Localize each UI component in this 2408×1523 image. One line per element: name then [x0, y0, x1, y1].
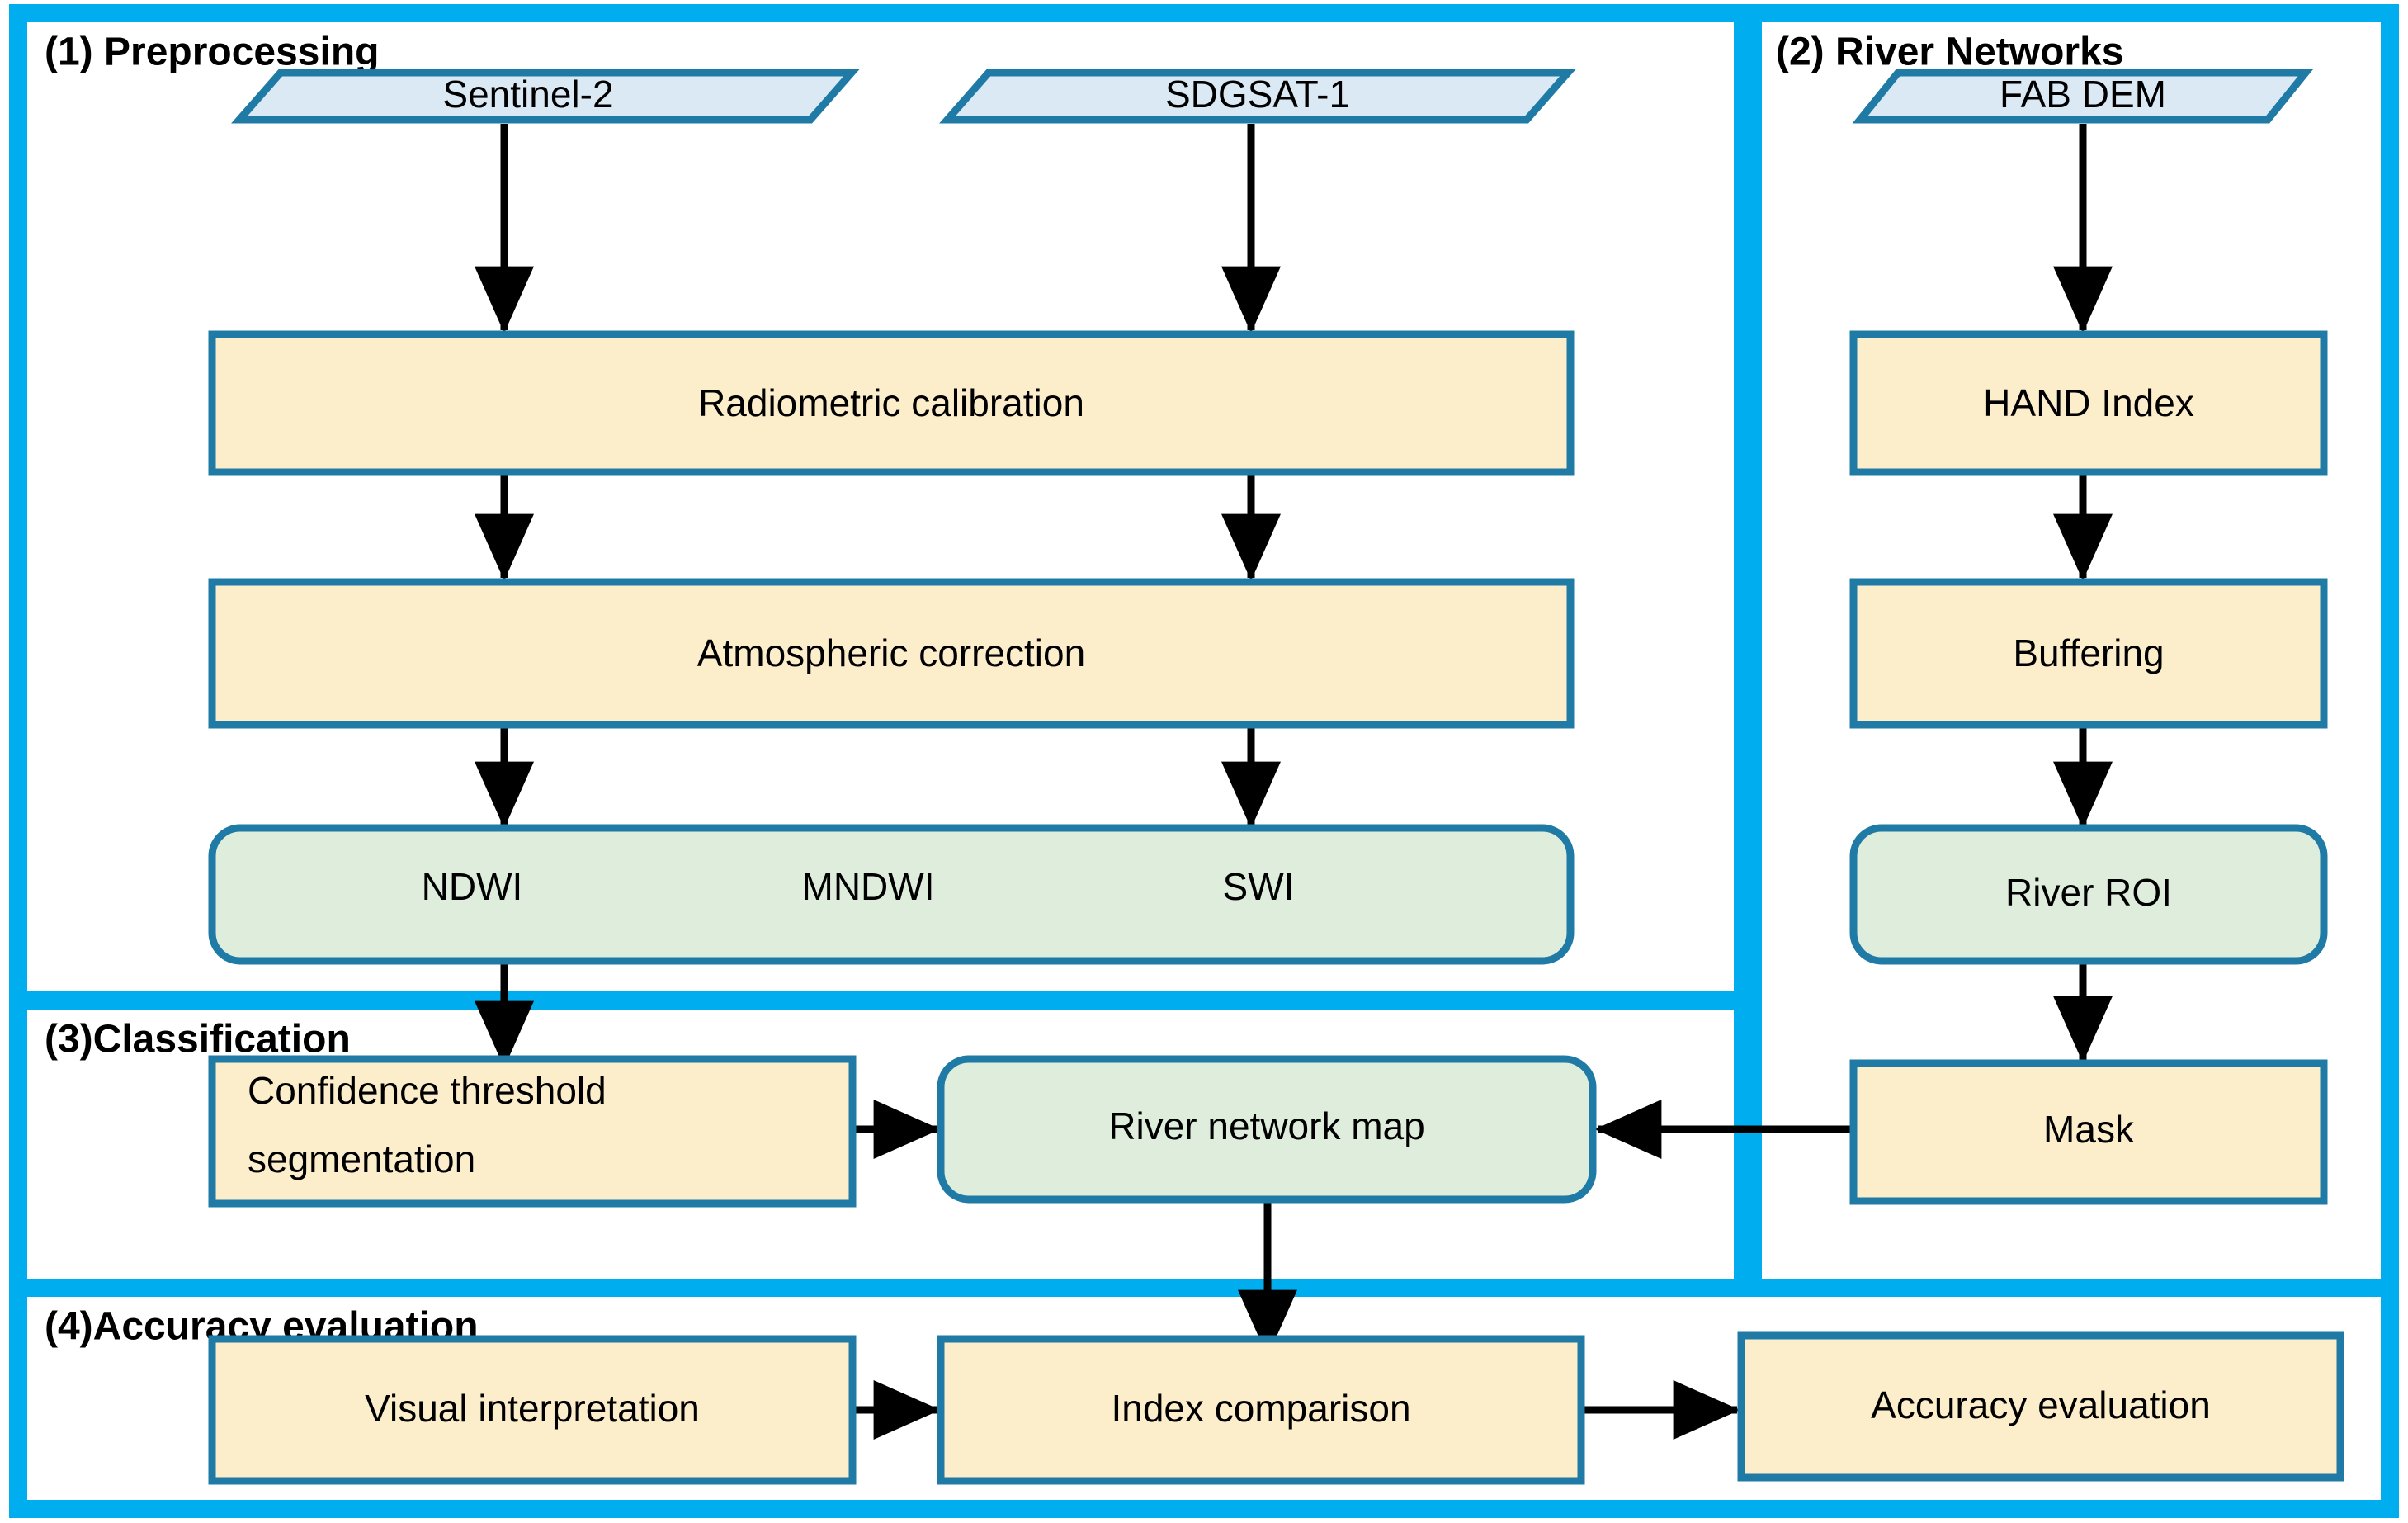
- panel-title-river-networks: (2) River Networks: [1776, 31, 2123, 74]
- fabdem-shape: [1852, 69, 2314, 124]
- mask-shape: [1849, 1059, 2328, 1205]
- node-accuracy-evaluation[interactable]: Accuracy evaluation: [1737, 1331, 2344, 1482]
- buffering-label: Buffering: [2013, 631, 2164, 674]
- node-sentinel2[interactable]: Sentinel-2: [231, 69, 860, 124]
- edges: [475, 124, 2113, 1440]
- index-ndwi-label: NDWI: [422, 865, 523, 908]
- panel-title-preprocessing: (1) Preprocessing: [45, 31, 379, 74]
- confidence-threshold-segmentation-shape: [208, 1055, 857, 1208]
- node-sdgsat1[interactable]: SDGSAT-1: [939, 69, 1576, 124]
- node-visual-interpretation[interactable]: Visual interpretation: [208, 1335, 857, 1485]
- accuracy-evaluation-shape: [1737, 1331, 2344, 1482]
- sentinel2-shape: [231, 69, 860, 124]
- hand-index-label: HAND Index: [1983, 381, 2194, 424]
- river-roi-label: River ROI: [2005, 871, 2172, 914]
- node-confidence-threshold-segmentation[interactable]: Confidence threshold segmentation: [208, 1055, 857, 1208]
- node-radiometric-calibration[interactable]: Radiometric calibration: [208, 330, 1575, 476]
- mask-label: Mask: [2043, 1108, 2135, 1151]
- index-mndwi-label: MNDWI: [802, 865, 935, 908]
- visual-interpretation-label: Visual interpretation: [365, 1387, 700, 1430]
- node-fabdem[interactable]: FAB DEM: [1852, 69, 2314, 124]
- atmospheric-correction-label: Atmospheric correction: [697, 631, 1085, 674]
- panel-frames: [9, 4, 2399, 1518]
- panel-accuracy-frame: [9, 1279, 2399, 1518]
- node-water-indices[interactable]: NDWI MNDWI SWI: [208, 824, 1575, 965]
- index-comparison-shape: [937, 1335, 1585, 1485]
- confidence-threshold-line-1: Confidence threshold: [248, 1069, 607, 1112]
- node-buffering[interactable]: Buffering: [1849, 578, 2328, 729]
- water-indices-shape: [208, 824, 1575, 965]
- river-network-map-label: River network map: [1108, 1104, 1424, 1147]
- river-network-map-shape: [937, 1055, 1597, 1204]
- visual-interpretation-shape: [208, 1335, 857, 1485]
- node-hand-index[interactable]: HAND Index: [1849, 330, 2328, 476]
- accuracy-evaluation-label: Accuracy evaluation: [1871, 1383, 2211, 1426]
- buffering-shape: [1849, 578, 2328, 729]
- fabdem-label: FAB DEM: [2000, 73, 2166, 116]
- sentinel2-label: Sentinel-2: [442, 73, 613, 116]
- hand-index-shape: [1849, 330, 2328, 476]
- atmospheric-correction-shape: [208, 578, 1575, 729]
- node-index-comparison[interactable]: Index comparison: [937, 1335, 1585, 1485]
- node-mask[interactable]: Mask: [1849, 1059, 2328, 1205]
- sdgsat1-label: SDGSAT-1: [1165, 73, 1350, 116]
- node-atmospheric-correction[interactable]: Atmospheric correction: [208, 578, 1575, 729]
- confidence-threshold-line-2: segmentation: [248, 1138, 475, 1180]
- radiometric-calibration-label: Radiometric calibration: [698, 381, 1084, 424]
- index-comparison-label: Index comparison: [1111, 1387, 1410, 1430]
- panel-title-classification: (3)Classification: [45, 1018, 351, 1062]
- index-swi-label: SWI: [1223, 865, 1295, 908]
- radiometric-calibration-shape: [208, 330, 1575, 476]
- river-roi-shape: [1849, 824, 2328, 965]
- node-river-network-map[interactable]: River network map: [937, 1055, 1597, 1204]
- node-river-roi[interactable]: River ROI: [1849, 824, 2328, 965]
- sdgsat1-shape: [939, 69, 1576, 124]
